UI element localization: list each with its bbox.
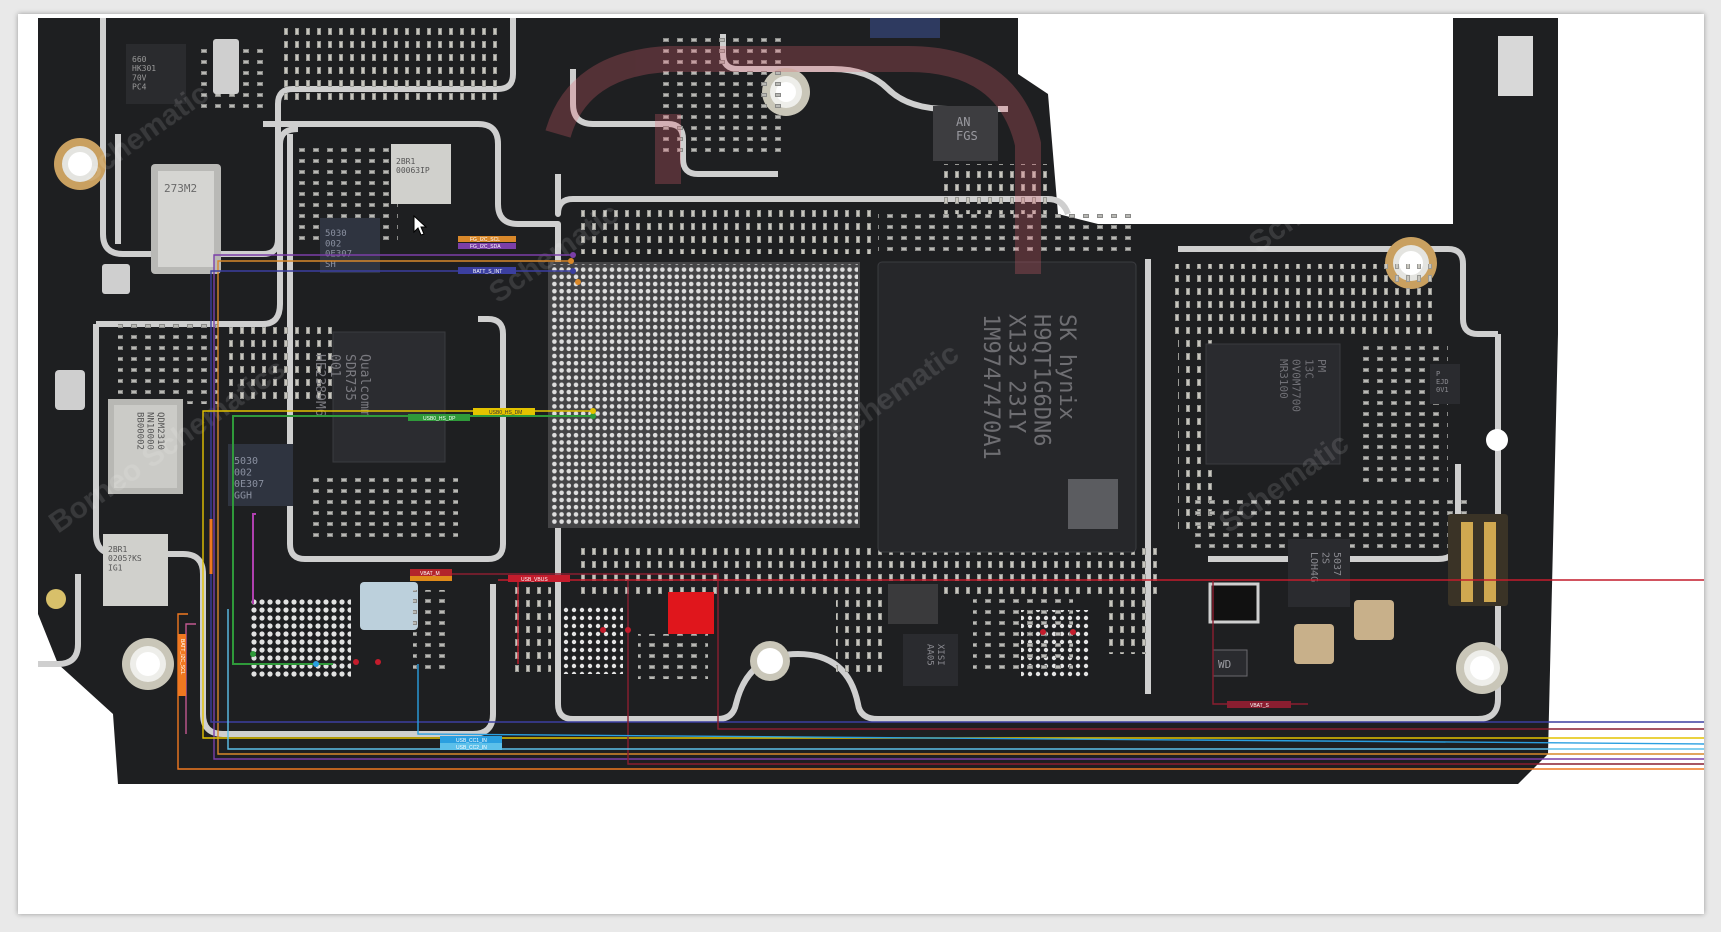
chip-xisi: XISIAA05 [903, 634, 958, 686]
net-tag-text: FG_I2C_SDA [470, 244, 501, 250]
chip-label: SK hynixH9QT1G6DN6X132 231Y1M9747470A1 [978, 314, 1079, 460]
test-pad [46, 589, 66, 609]
net-tag-text: USB0_HS_DP [423, 416, 456, 422]
net-tag-text: BATT_S_INT [473, 269, 502, 275]
net-tag-text: USB_CC1_IN [456, 738, 487, 744]
crystal [360, 582, 418, 630]
net-tag-usb-cc1-in: USB_CC1_IN [440, 736, 502, 744]
net-label-tags: FG_I2C_SCL FG_I2C_SDA BATT_S_INT USB0_HS… [178, 236, 1291, 751]
net-tag-batt-s-int: BATT_S_INT [458, 267, 516, 275]
inductor [1294, 624, 1334, 664]
net-tag-vbat-m: VBAT_M [410, 569, 452, 581]
mouse-cursor [413, 214, 428, 236]
net-tag-text: BATT_I2C_SCL [179, 639, 185, 675]
chip-skhynix-memory: SK hynixH9QT1G6DN6X132 231Y1M9747470A1 [877, 261, 1137, 553]
net-tag-usb-vbus: USB_VBUS [508, 575, 570, 583]
chip-5037: 50372SLOH4G [1288, 539, 1350, 607]
chip-label: WD [1218, 658, 1231, 671]
net-tag-fg-i2c-sda: FG_I2C_SDA [458, 243, 516, 250]
chip-wd: WD [1212, 649, 1248, 677]
mounting-dot [1486, 429, 1508, 451]
net-tag-text: FG_I2C_SCL [470, 237, 500, 243]
battery-connector [1448, 514, 1508, 606]
chip-module-qdm: QDM2310NN10000BB00002 [108, 399, 183, 494]
chip-label: 50372SLOH4G [1308, 552, 1342, 582]
screw-hole [54, 138, 106, 190]
smd-fields [118, 24, 1468, 594]
inductor [888, 584, 938, 624]
soc-bga-footprint [548, 262, 860, 528]
connector [1208, 582, 1260, 624]
chip-label: PM13C0V0M7700MR3100 [1277, 359, 1328, 412]
chip-label: QualcommSDR735001HE2389M6 [312, 354, 372, 417]
chip-qualcomm-sdr735: QualcommSDR735001HE2389M6 [312, 331, 446, 463]
net-tag-usb0-hs-dm: USB0_HS_DM [473, 408, 535, 416]
net-tag-text: VBAT_S [1250, 703, 1269, 709]
inductor [1354, 600, 1394, 640]
chip-label: QDM2310NN10000BB00002 [134, 412, 165, 450]
chip-top-mid [870, 18, 940, 38]
net-tag-text: USB_VBUS [521, 577, 548, 583]
chip-pmic-right: PM13C0V0M7700MR3100 [1205, 343, 1341, 465]
net-tag-usb0-hs-dp: USB0_HS_DP [408, 414, 470, 422]
capacitor [55, 370, 85, 410]
net-tag-vbat-s: VBAT_S [1227, 701, 1291, 709]
shield-can-left: 273M2 [151, 164, 221, 274]
trace-endpoints [250, 252, 1076, 667]
screw-hole [750, 641, 790, 681]
screw-hole [122, 638, 174, 690]
capacitor [213, 39, 239, 94]
shield-label: 273M2 [164, 182, 197, 195]
net-tag-text: VBAT_M [420, 571, 440, 577]
net-tag-text: USB_CC2_IN [456, 745, 487, 751]
net-tag-batt-i2c-scl: BATT_I2C_SCL [178, 634, 186, 696]
bga-bottom-left [251, 599, 351, 679]
connector-top-right [1498, 36, 1533, 96]
capacitor [102, 264, 130, 294]
qr-code [1068, 479, 1118, 529]
bga-bottom-mid [563, 606, 623, 674]
screw-hole [1456, 642, 1508, 694]
net-tag-fg-i2c-scl: FG_I2C_SCL [458, 236, 516, 243]
net-tag-text: USB0_HS_DM [489, 410, 522, 416]
chip-label: XISIAA05 [925, 644, 945, 666]
brand-logo-overlay [545, 46, 1041, 274]
highlight-component [668, 592, 714, 634]
net-tag-usb-cc2-in: USB_CC2_IN [440, 743, 502, 751]
